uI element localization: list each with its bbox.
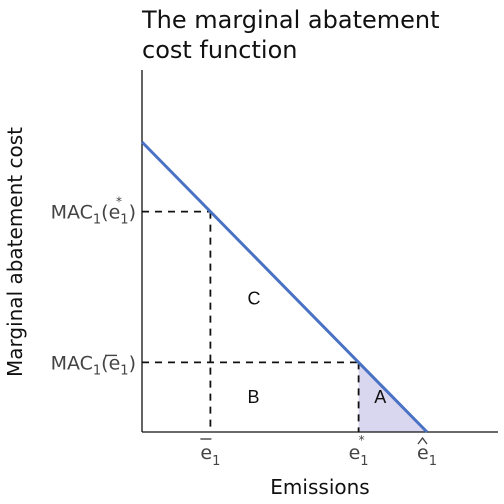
guide-lines-layer: [142, 210, 360, 432]
y-axis-title: Marginal abatement cost: [3, 127, 27, 377]
chart-title-line-2: cost function: [142, 36, 297, 64]
x-tick-label-2: e1*: [349, 433, 369, 469]
svg-text:*: *: [359, 433, 365, 447]
y-tick-label-2: MAC1(e1): [51, 352, 136, 378]
mac-curve-line: [140, 140, 429, 434]
region-label-c: C: [247, 289, 260, 309]
svg-text:e1: e1: [417, 442, 437, 469]
region-label-b: B: [247, 387, 259, 407]
svg-text:MAC1(e1): MAC1(e1): [51, 352, 136, 378]
svg-text:e1: e1: [200, 442, 220, 469]
chart-title-line-1: The marginal abatement: [141, 6, 440, 34]
svg-text:e1: e1: [349, 442, 369, 469]
region-label-a: A: [374, 387, 386, 407]
svg-text:MAC1(e1): MAC1(e1): [51, 202, 136, 228]
y-tick-label-1: MAC1(e1)*: [51, 195, 136, 228]
x-tick-label-1: e1: [200, 438, 220, 469]
region-labels-layer: C B A: [247, 289, 386, 408]
x-tick-label-3: e1: [417, 436, 437, 469]
svg-text:*: *: [116, 195, 122, 209]
x-axis-title: Emissions: [270, 475, 369, 499]
chart-title: The marginal abatement cost function: [141, 6, 440, 64]
axes-layer: [141, 70, 498, 433]
series-layer: [140, 140, 429, 434]
